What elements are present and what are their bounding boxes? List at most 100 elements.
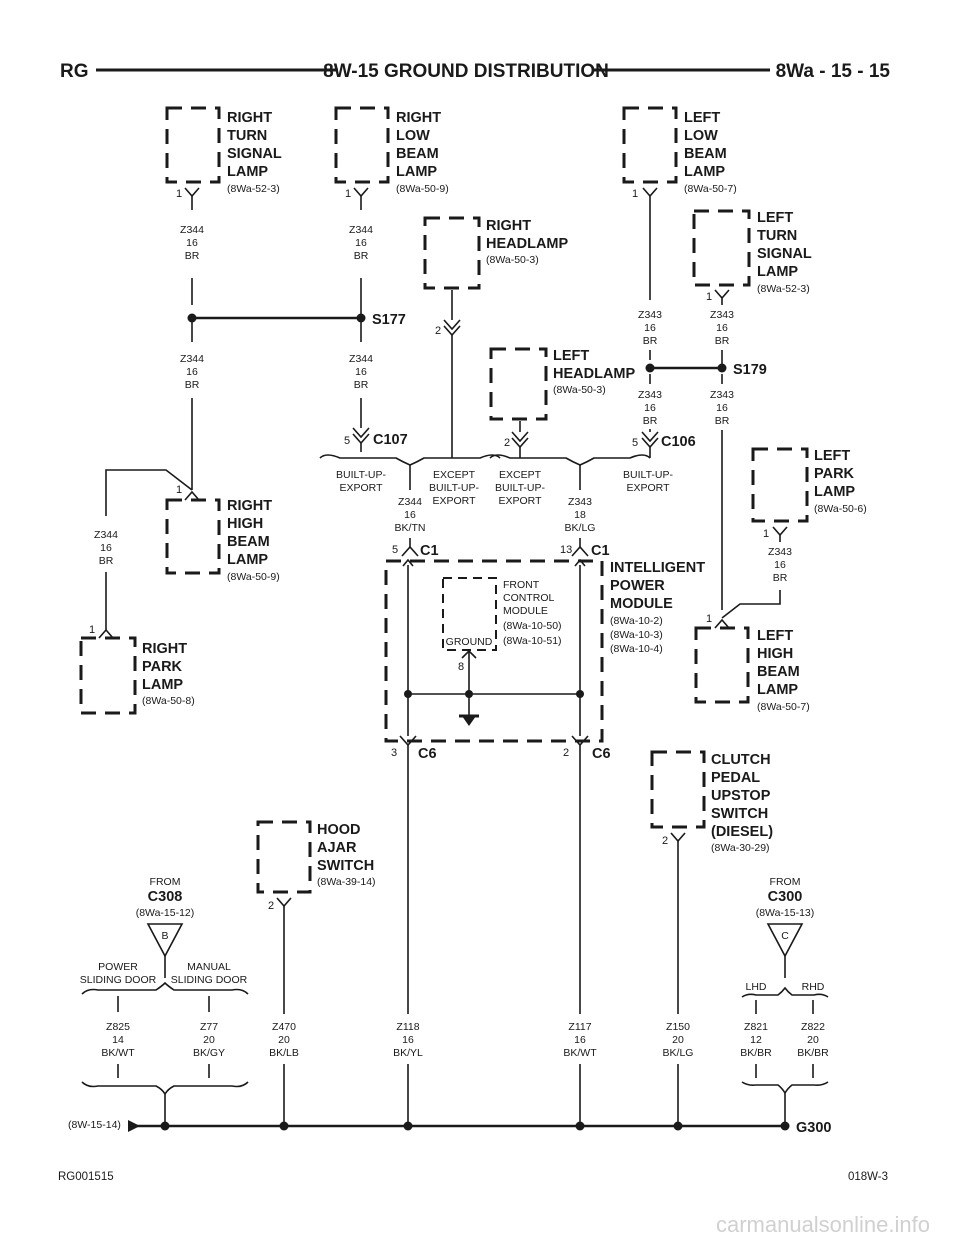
wire-label-z77: Z77 20 BK/GY xyxy=(193,1021,225,1059)
component-label: LOW xyxy=(396,128,430,144)
wire-color: BR xyxy=(715,415,730,427)
wire-label-z344-rlb: Z344 16 BR xyxy=(349,224,373,262)
component-label: RIGHT xyxy=(396,110,441,126)
wire-gauge: 16 xyxy=(574,1034,586,1046)
component-label: LAMP xyxy=(684,164,725,180)
wire-label-z343-lpark: Z343 16 BR xyxy=(768,546,792,584)
pin-number: 1 xyxy=(176,484,182,496)
pin-number: 1 xyxy=(706,613,712,625)
wire-code: Z343 xyxy=(638,389,662,401)
component-reference: (8Wa-15-13) xyxy=(756,907,815,919)
wire-segment xyxy=(721,590,781,619)
wire-label-z344-below-left: Z344 16 BR xyxy=(180,353,204,391)
connector-label-c300: C300 xyxy=(768,889,803,905)
wire-code: Z822 xyxy=(801,1021,825,1033)
wire-color: BR xyxy=(354,379,369,391)
component-reference: (8Wa-52-3) xyxy=(757,283,810,295)
option-label: POWER xyxy=(98,961,138,973)
wire-color: BK/LG xyxy=(565,522,596,534)
component-label: RIGHT xyxy=(142,641,187,657)
splice-dot xyxy=(780,1121,790,1131)
component-label: LOW xyxy=(684,128,718,144)
off-page-connector-icon xyxy=(146,923,184,958)
header-page-number: 8Wa - 15 - 15 xyxy=(776,61,891,82)
left-high-beam-lamp: 1 LEFT HIGH BEAM LAMP (8Wa-50-7) xyxy=(694,613,810,713)
internal-ground-label: GROUND xyxy=(446,636,493,648)
from-c300: FROM C300 (8Wa-15-13) C xyxy=(756,876,815,978)
component-label: BEAM xyxy=(757,664,800,680)
ground-page-reference: (8W-15-14) xyxy=(68,1119,121,1131)
connector-pin-symbol xyxy=(184,187,200,198)
component-label: PARK xyxy=(814,466,855,482)
option-label: RHD xyxy=(802,981,825,993)
wire-gauge: 16 xyxy=(716,322,728,334)
component-label: SWITCH xyxy=(711,806,768,822)
wire-label-z343-bklg: Z343 18 BK/LG xyxy=(565,496,596,534)
wire-gauge: 20 xyxy=(672,1034,684,1046)
wire-color: BK/WT xyxy=(101,1047,135,1059)
connector-pin-symbol xyxy=(443,325,461,337)
wire-code: Z77 xyxy=(200,1021,218,1033)
component-label: LEFT xyxy=(684,110,720,126)
splice-dot xyxy=(575,1121,585,1131)
connector-label-c1: C1 xyxy=(591,543,610,559)
hood-ajar-switch: HOOD AJAR SWITCH (8Wa-39-14) 2 xyxy=(256,820,376,912)
wire-code: Z343 xyxy=(710,309,734,321)
off-page-connector-icon xyxy=(766,923,804,958)
pin-number: 3 xyxy=(391,747,397,759)
figure-code: 018W-3 xyxy=(848,1171,888,1183)
wire-code: Z343 xyxy=(710,389,734,401)
component-label: BEAM xyxy=(684,146,727,162)
wire-code: Z344 xyxy=(180,353,204,365)
wire-color: BR xyxy=(643,415,658,427)
left-park-lamp: LEFT PARK LAMP (8Wa-50-6) 1 xyxy=(751,447,867,540)
wire-code: Z343 xyxy=(638,309,662,321)
wire-label-z343-below-left: Z343 16 BR xyxy=(638,389,662,427)
component-label: LAMP xyxy=(814,484,855,500)
component-label: RIGHT xyxy=(227,498,272,514)
wire-label-z344-below-s177: Z344 16 BR xyxy=(349,353,373,391)
pin-number: 1 xyxy=(632,188,638,200)
component-outline xyxy=(165,106,221,184)
internal-ground-icon xyxy=(459,714,479,726)
component-label: FRONT xyxy=(503,579,540,591)
connector-pin-symbol xyxy=(352,427,370,439)
wire-label-z344-rts: Z344 16 BR xyxy=(180,224,204,262)
pin-number: 2 xyxy=(563,747,569,759)
wire-gauge: 16 xyxy=(404,509,416,521)
component-outline xyxy=(622,106,678,184)
component-label: LAMP xyxy=(227,552,268,568)
option-label: EXPORT xyxy=(627,482,671,494)
component-reference: (8Wa-50-7) xyxy=(757,701,810,713)
splice-dot xyxy=(403,1121,413,1131)
component-label: LEFT xyxy=(814,448,850,464)
header-section-code: RG xyxy=(60,61,89,82)
left-headlamp: LEFT HEADLAMP (8Wa-50-3) xyxy=(489,347,635,421)
connector-pin-symbol xyxy=(574,558,586,567)
component-label: HIGH xyxy=(757,646,793,662)
wire-code: Z344 xyxy=(180,224,204,236)
option-brace-c107 xyxy=(319,454,501,466)
wire-label-z118: Z118 16 BK/YL xyxy=(393,1021,423,1059)
wire-label-z344-bktn: Z344 16 BK/TN xyxy=(395,496,426,534)
connector-label-c6: C6 xyxy=(418,746,437,762)
connector-pin-symbol xyxy=(642,187,658,198)
option-label: SLIDING DOOR xyxy=(80,974,157,986)
wire-gauge: 18 xyxy=(574,509,586,521)
component-label: INTELLIGENT xyxy=(610,560,705,576)
page-header: RG 8W-15 GROUND DISTRIBUTION 8Wa - 15 - … xyxy=(60,61,890,82)
wire-color: BR xyxy=(99,555,114,567)
wire-code: Z118 xyxy=(396,1021,419,1033)
splice-dot xyxy=(717,363,727,373)
wire-label-z825: Z825 14 BK/WT xyxy=(101,1021,135,1059)
wire-gauge: 16 xyxy=(716,402,728,414)
component-label: BEAM xyxy=(227,534,270,550)
component-label: HOOD xyxy=(317,822,361,838)
component-reference: (8Wa-50-3) xyxy=(486,254,539,266)
connector-c106: 5 C106 xyxy=(632,431,696,450)
pin-number: 1 xyxy=(176,188,182,200)
wire-gauge: 20 xyxy=(278,1034,290,1046)
off-page-letter: C xyxy=(781,930,789,942)
right-high-beam-lamp: 1 RIGHT HIGH BEAM LAMP (8Wa-50-9) xyxy=(165,484,280,583)
